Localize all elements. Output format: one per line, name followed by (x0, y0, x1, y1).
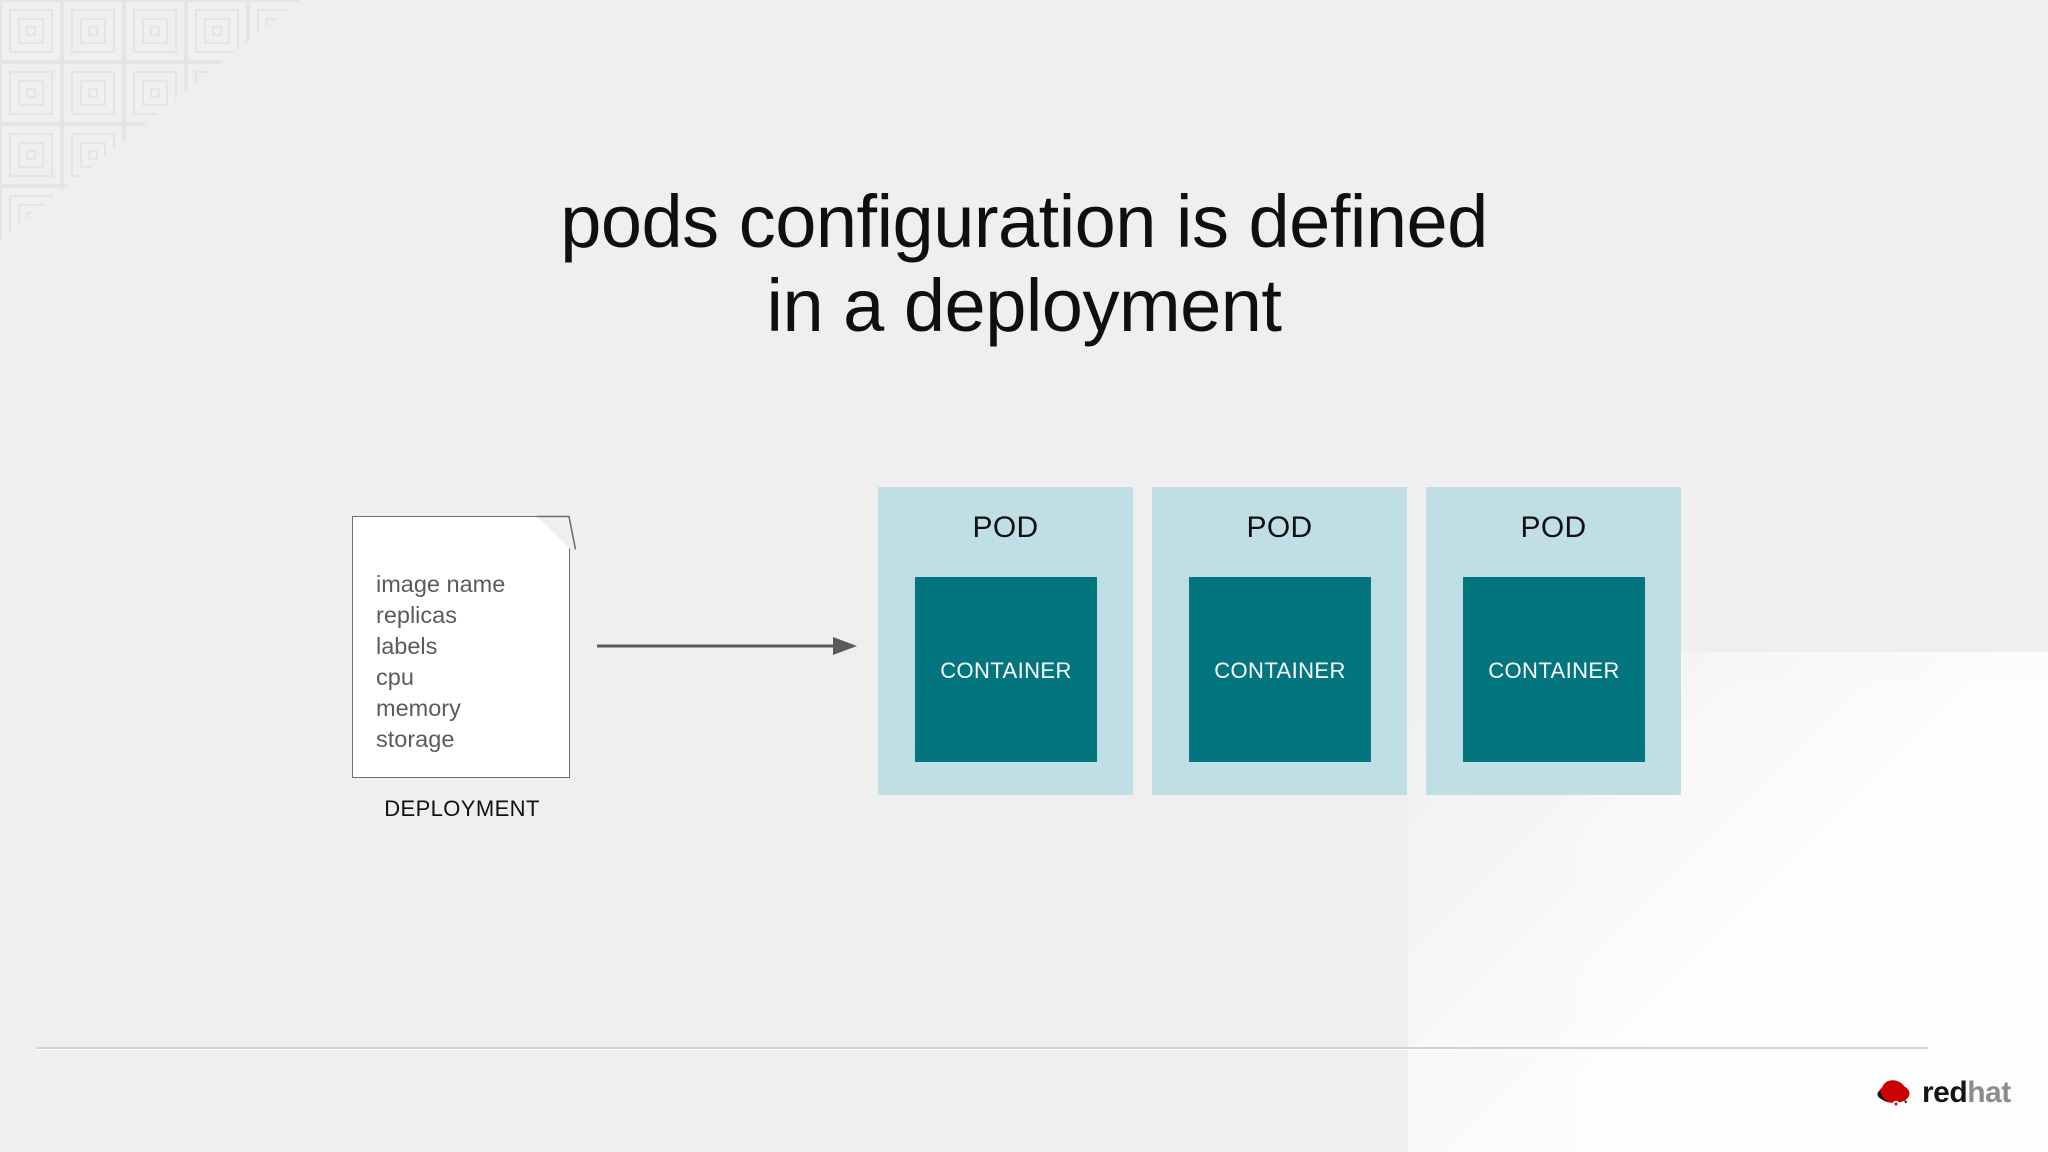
container-box: CONTAINER (1463, 577, 1645, 762)
container-label: CONTAINER (1488, 657, 1620, 683)
pattern-square (248, 0, 300, 62)
slide-title-line-1: pods configuration is defined (560, 179, 1488, 263)
pattern-square (124, 124, 186, 186)
slide-title-line-2: in a deployment (766, 263, 1282, 347)
pattern-square (124, 62, 186, 124)
deployment-field: storage (376, 726, 455, 752)
pattern-square (124, 0, 186, 62)
pod-box: POD CONTAINER (878, 487, 1133, 795)
deployment-field: memory (376, 695, 461, 721)
container-box: CONTAINER (1189, 577, 1371, 762)
pod-box: POD CONTAINER (1152, 487, 1407, 795)
pattern-square (186, 62, 248, 124)
right-arrow-icon (597, 637, 857, 655)
container-label: CONTAINER (1214, 657, 1346, 683)
pattern-square (186, 124, 248, 186)
redhat-shadowman-icon (1877, 1080, 1910, 1108)
footer-divider (37, 1047, 1928, 1050)
deployment-group: image name replicas labels cpu memory st… (352, 515, 577, 821)
deployment-label: DEPLOYMENT (384, 796, 540, 821)
container-label: CONTAINER (940, 657, 1072, 683)
pattern-square (0, 0, 62, 62)
pattern-square (62, 62, 124, 124)
redhat-wordmark: redhat (1922, 1078, 2011, 1108)
redhat-wordmark-hat: hat (1967, 1076, 2011, 1109)
deployment-document-icon: image name replicas labels cpu memory st… (352, 516, 570, 778)
pattern-square (186, 0, 248, 62)
deployment-field: labels (376, 633, 438, 659)
pod-label: POD (1520, 511, 1587, 544)
container-box: CONTAINER (915, 577, 1097, 762)
pod-box: POD CONTAINER (1426, 487, 1681, 795)
pod-label: POD (1246, 511, 1313, 544)
pattern-square (0, 124, 62, 186)
redhat-wordmark-red: red (1922, 1076, 1968, 1109)
redhat-logo: redhat (1874, 1078, 2011, 1108)
pattern-square (62, 0, 124, 62)
deployment-field: cpu (376, 664, 414, 690)
deployment-field: replicas (376, 602, 457, 628)
pattern-square (0, 62, 62, 124)
pod-label: POD (972, 511, 1039, 544)
deployment-field: image name (376, 571, 506, 597)
pattern-square (62, 124, 124, 186)
pattern-square (248, 124, 300, 186)
slide-title: pods configuration is defined in a deplo… (0, 180, 2048, 348)
pattern-square (248, 62, 300, 124)
pods-row: POD CONTAINER POD CONTAINER POD CONTAINE… (878, 487, 1681, 795)
deployment-field-list: image name replicas labels cpu memory st… (376, 569, 505, 755)
